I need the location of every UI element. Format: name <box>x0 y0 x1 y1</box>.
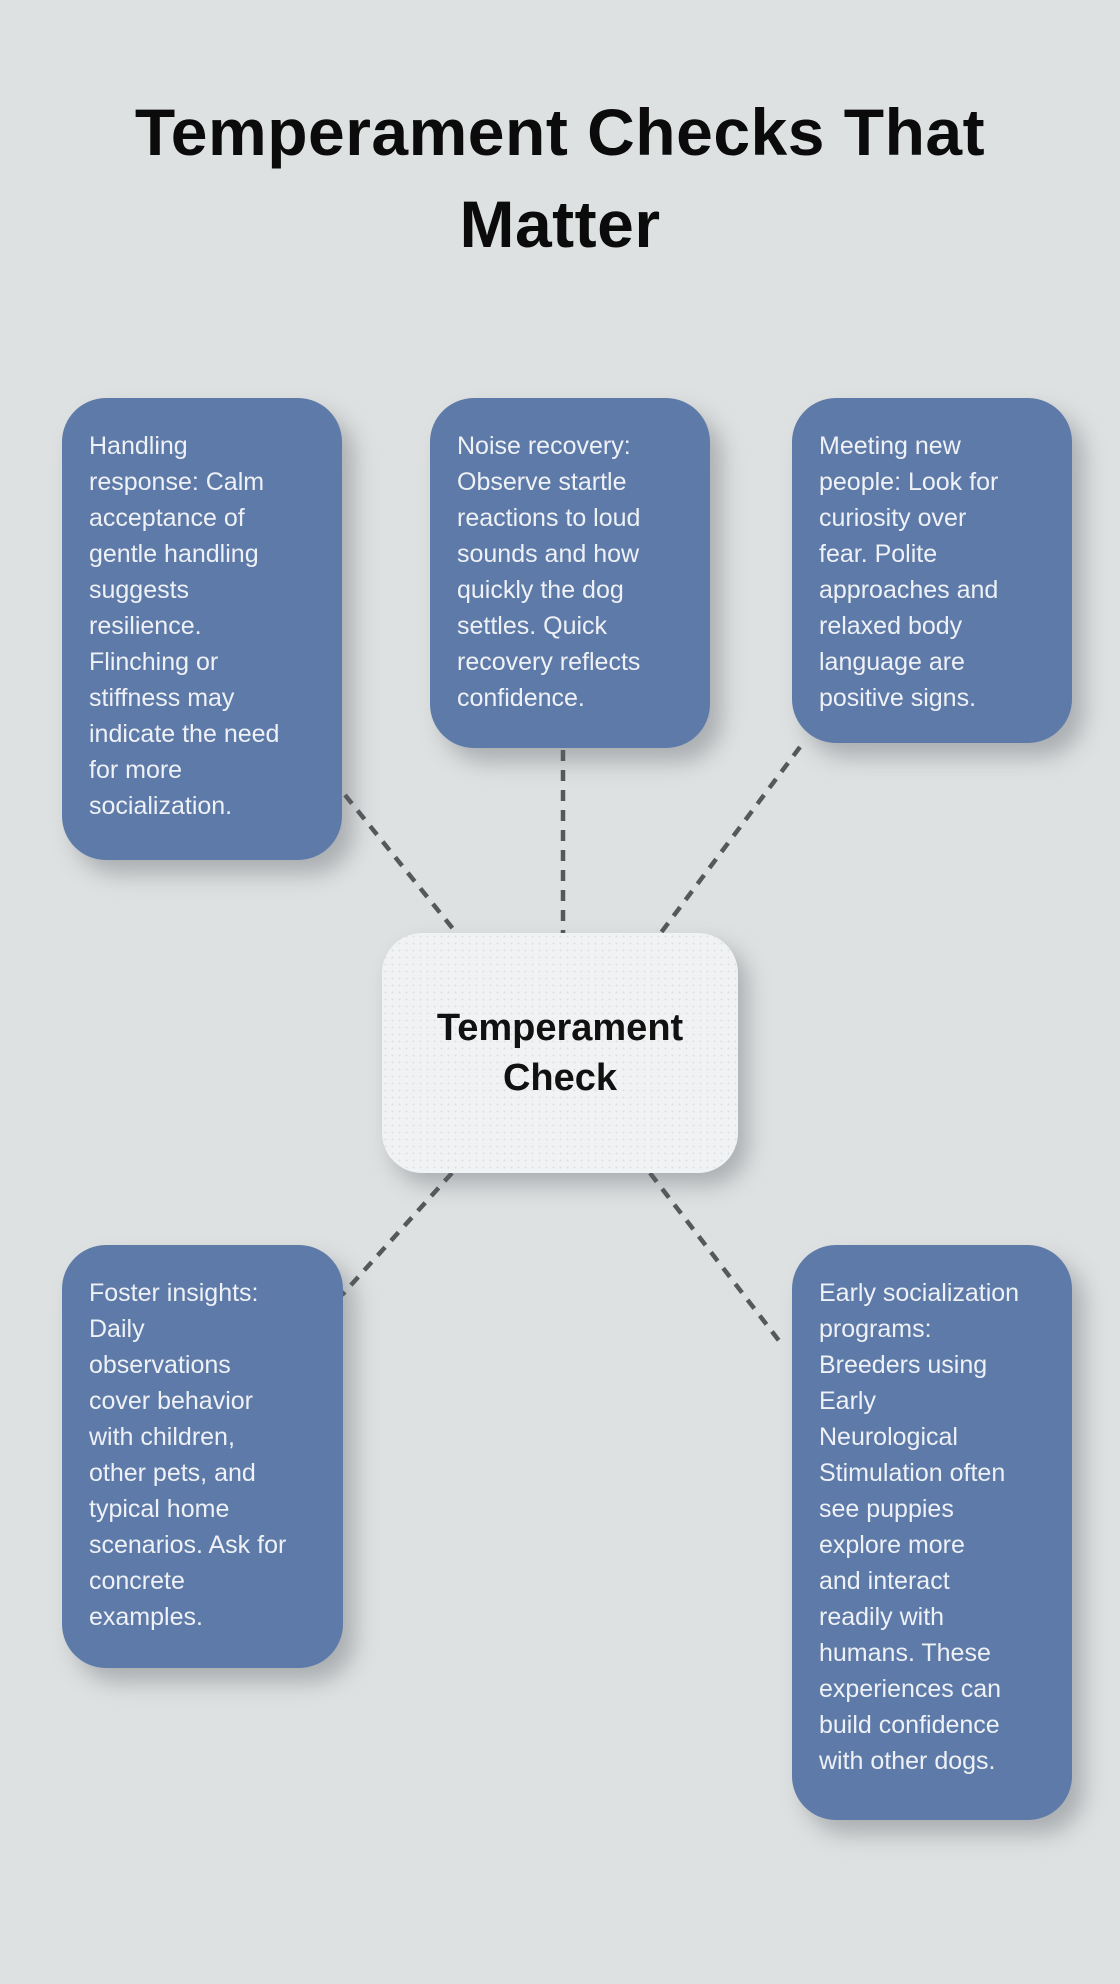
node-foster-insights: Foster insights: Daily observations cove… <box>62 1245 343 1668</box>
node-early-socialization-text: Early socialization programs: Breeders u… <box>819 1279 1020 1775</box>
node-handling-response: Handling response: Calm acceptance of ge… <box>62 398 342 860</box>
node-noise-recovery: Noise recovery: Observe startle reaction… <box>430 398 710 748</box>
connector-meeting-new-people <box>658 745 802 936</box>
node-noise-recovery-text: Noise recovery: Observe startle reaction… <box>457 432 641 712</box>
node-meeting-new-people-text: Meeting new people: Look for curiosity o… <box>819 432 999 712</box>
connector-early-socialization <box>648 1171 782 1344</box>
node-early-socialization: Early socialization programs: Breeders u… <box>792 1245 1072 1820</box>
node-meeting-new-people: Meeting new people: Look for curiosity o… <box>792 398 1072 743</box>
center-node: Temperament Check <box>382 933 738 1173</box>
connector-foster-insights <box>340 1171 454 1297</box>
connector-handling-response <box>343 793 460 937</box>
center-node-label: Temperament Check <box>436 1007 684 1099</box>
page-title: Temperament Checks That Matter <box>134 95 986 261</box>
node-foster-insights-text: Foster insights: Daily observations cove… <box>89 1279 287 1631</box>
node-handling-response-text: Handling response: Calm acceptance of ge… <box>89 432 280 820</box>
